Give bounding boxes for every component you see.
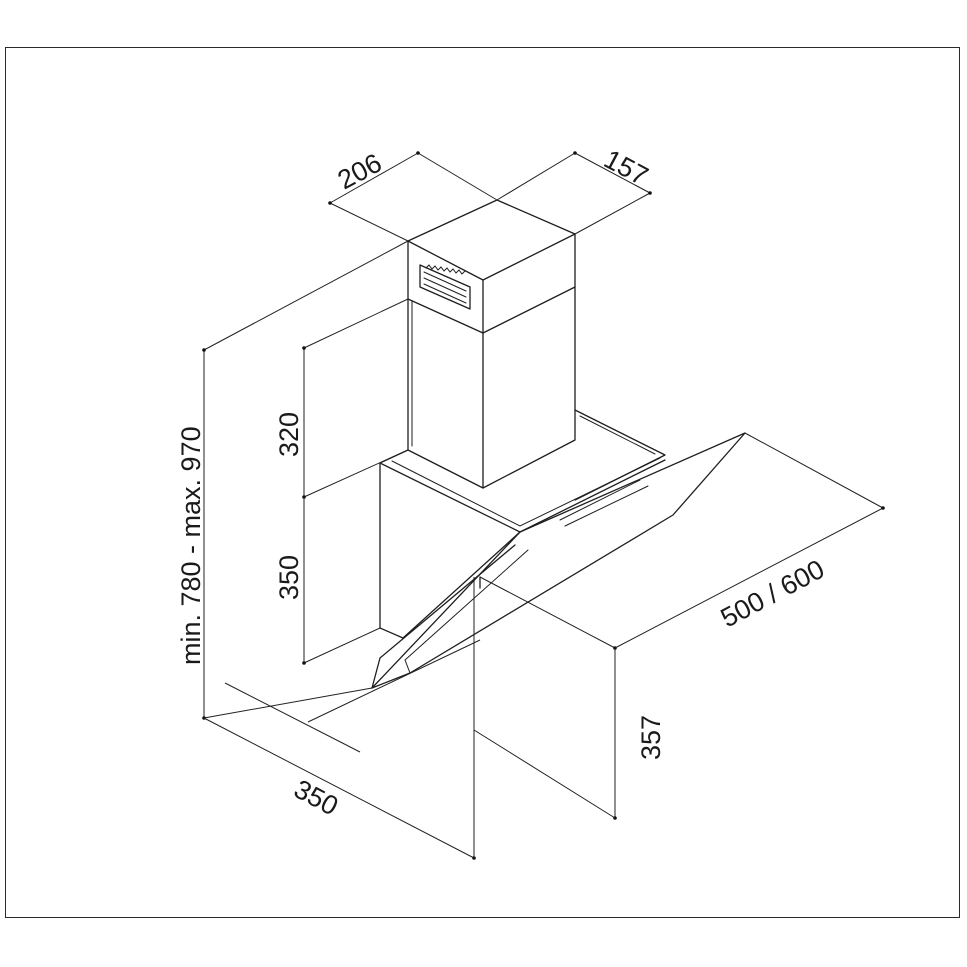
label-206: 206 [333,148,387,196]
dimension-lines [202,151,885,860]
label-350-height: 350 [274,555,304,600]
dimension-labels: 206 157 320 350 min. 780 - max. 970 350 … [176,144,829,822]
label-350-depth: 350 [289,774,343,822]
drawing-frame [5,47,960,918]
label-157: 157 [599,144,653,192]
label-357: 357 [636,715,666,760]
vent-grille-icon [419,264,471,310]
chimney-top-cover [407,199,576,334]
label-total-height: min. 780 - max. 970 [176,426,206,665]
hood-body [371,409,746,689]
chimney-duct [407,286,576,489]
label-320: 320 [274,412,304,457]
